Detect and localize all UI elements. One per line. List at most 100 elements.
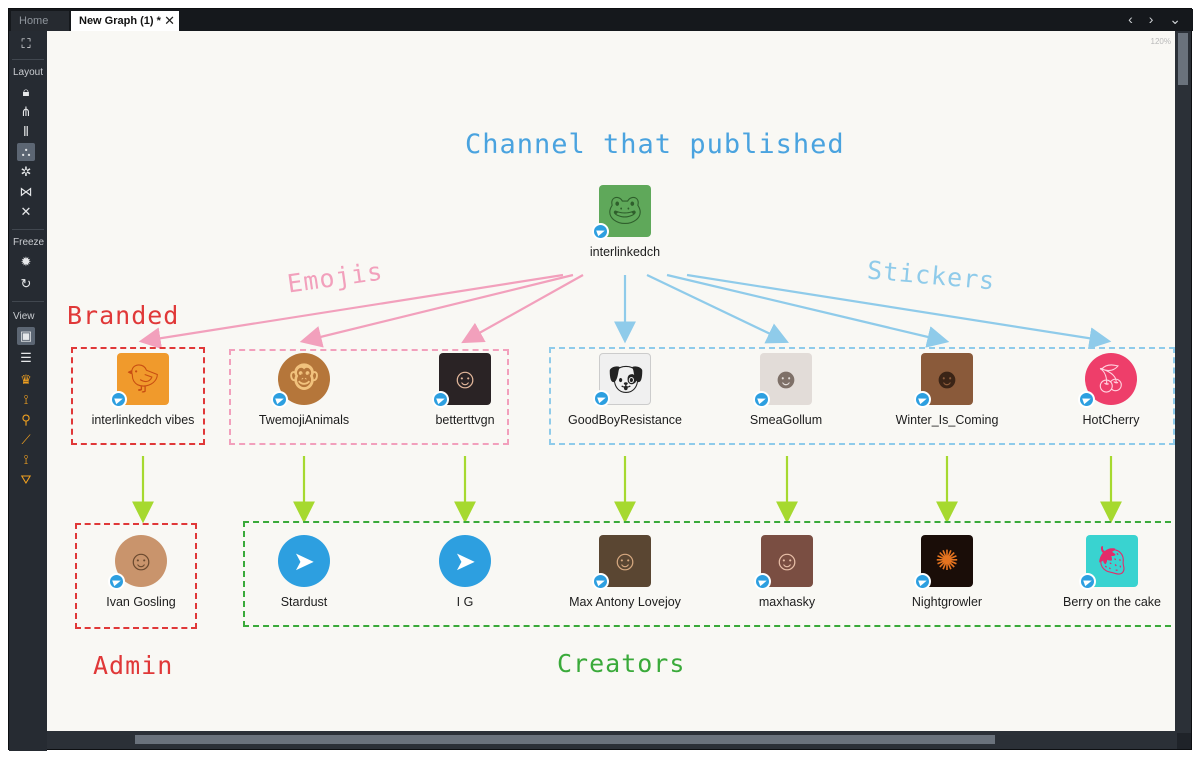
node-label: Max Antony Lovejoy [569,595,681,609]
node-label: interlinkedch [589,245,661,259]
graph-node-pack[interactable]: ☻ Winter_Is_Coming [872,353,1022,427]
node-label: Ivan Gosling [106,595,176,609]
list-view-icon[interactable]: ☰ [20,350,32,365]
admin-annotation: Admin [93,651,174,680]
node-label: HotCherry [1082,413,1140,427]
graph-node-pack[interactable]: 🐶︎ GoodBoyResistance [550,353,700,427]
graph-node-pack[interactable]: ☻ SmeaGollum [711,353,861,427]
edge-root-to-betterttvgn [461,274,584,344]
stickers-group-box [549,347,1175,445]
woman-photo-icon: ☺ [754,535,813,590]
toolbar-divider [12,229,44,230]
branch-icon[interactable]: ⟟ [23,452,29,467]
lock-icon[interactable]: 🔒︎ [22,84,30,99]
graph-node-creator[interactable]: ➤ Stardust [229,535,379,609]
tab-navigation[interactable]: ‹ › ⌄ [1128,11,1187,27]
node-label: interlinkedch vibes [91,413,195,427]
mandala-icon: ✺ [914,535,973,590]
berry-icon: 🍓︎ [1079,535,1138,590]
tab-home[interactable]: Home [11,11,69,31]
admin-group-box [75,523,197,629]
graph-edges [132,273,1122,524]
graph-canvas[interactable]: 120% [47,31,1177,733]
graph-node-pack[interactable]: 🍒︎ HotCherry [1036,353,1177,427]
radial-layout-icon[interactable]: ✲ [20,164,32,179]
creators-group-box [243,521,1177,627]
tree-layout-icon[interactable]: ⋔ [20,104,32,119]
graph-node-pack[interactable]: 🐵︎ TwemojiAnimals [229,353,379,427]
graph-node-creator[interactable]: ✺ Nightgrowler [872,535,1022,609]
gollum-icon: ☻ [753,353,812,408]
woman-waving-icon: ☺ [432,353,491,408]
edge-root-to-winter-is-coming [666,273,950,348]
hierarchy-layout-icon[interactable]: ⫴ [23,124,29,139]
freeze-icon[interactable]: ✹ [20,254,32,269]
cross-layout-icon[interactable]: ✕ [20,204,32,219]
edge-root-to-hotcherry [686,273,1112,350]
node-label: betterttvgn [435,413,495,427]
toolbar-divider [12,301,44,302]
graph-node-creator[interactable]: ☺ Max Antony Lovejoy [550,535,700,609]
graph-node-creator[interactable]: ➤ I G [390,535,540,609]
fit-screen-icon[interactable]: ⛶ [21,36,31,51]
node-label: GoodBoyResistance [568,413,682,427]
telegram-badge-icon [914,573,931,590]
node-label: I G [456,595,474,609]
node-label: maxhasky [758,595,816,609]
telegram-badge-icon [110,391,127,408]
telegram-badge-icon [914,391,931,408]
duck-sticker-icon: 🐤︎ [110,353,169,408]
channel-title-annotation: Channel that published [465,129,845,160]
edge-icon[interactable]: ⟋ [21,432,31,447]
telegram-badge-icon [592,223,609,240]
graph-node-root[interactable]: 🐸︎ interlinkedch [550,185,700,259]
toolbar-divider [12,59,44,60]
edge-root-to-twemojianimals [299,273,574,348]
cherry-icon: 🍒︎ [1078,353,1137,408]
telegram-badge-icon [593,390,610,407]
tab-new-graph[interactable]: New Graph (1) * ✕ [71,11,179,31]
node-label: TwemojiAnimals [258,413,350,427]
path-icon[interactable]: ⟟ [23,392,29,407]
telegram-badge-icon [108,573,125,590]
node-label: Stardust [280,595,328,609]
telegram-badge-icon [753,391,770,408]
triangle-nodes-icon[interactable]: ⛛ [20,472,32,487]
branded-group-box [71,347,205,445]
vertical-scroll-thumb[interactable] [1178,33,1188,85]
creators-annotation: Creators [557,649,686,678]
view-section-label: View [13,311,35,322]
freeze-section-label: Freeze [13,237,45,248]
graph-node-creator[interactable]: ☺ maxhasky [712,535,862,609]
bearded-man-icon: ☻ [914,353,973,408]
vertical-scrollbar[interactable] [1175,31,1191,733]
graph-node-creator[interactable]: ☺ Ivan Gosling [66,535,216,609]
graph-node-pack[interactable]: 🐤︎ interlinkedch vibes [68,353,218,427]
graph-node-creator[interactable]: 🍓︎ Berry on the cake [1037,535,1177,609]
crown-icon[interactable]: ♛ [20,372,32,387]
refresh-icon[interactable]: ↻ [20,276,32,291]
close-icon[interactable]: ✕ [164,13,175,28]
layout-section-label: Layout [13,67,44,78]
tab-new-graph-label: New Graph (1) * [79,15,161,27]
zoom-level: 120% [1150,37,1171,46]
circular-layout-icon[interactable]: ⋈ [19,184,33,199]
horizontal-scrollbar[interactable] [47,731,1177,749]
telegram-badge-icon [1078,391,1095,408]
node-label: Winter_Is_Coming [895,413,999,427]
app-window: Home New Graph (1) * ✕ ‹ › ⌄ ⛶ Layout 🔒︎… [8,8,1193,751]
card-view-icon[interactable]: ▣ [17,327,35,345]
organic-layout-icon[interactable]: ⛬ [17,143,35,161]
node-link-icon[interactable]: ⚲ [21,412,31,427]
node-label: Nightgrowler [911,595,983,609]
man-photo-icon: ☺ [592,535,651,590]
telegram-badge-icon [1079,573,1096,590]
telegram-icon: ➤ [278,535,330,587]
branded-annotation: Branded [67,301,180,330]
telegram-badge-icon [432,391,449,408]
horizontal-scroll-thumb[interactable] [135,735,995,744]
dog-resistance-icon: 🐶︎ [593,353,651,407]
pepe-icon: 🐸︎ [592,185,651,240]
man-portrait-icon: ☺ [108,535,167,590]
graph-node-pack[interactable]: ☺ betterttvgn [390,353,540,427]
